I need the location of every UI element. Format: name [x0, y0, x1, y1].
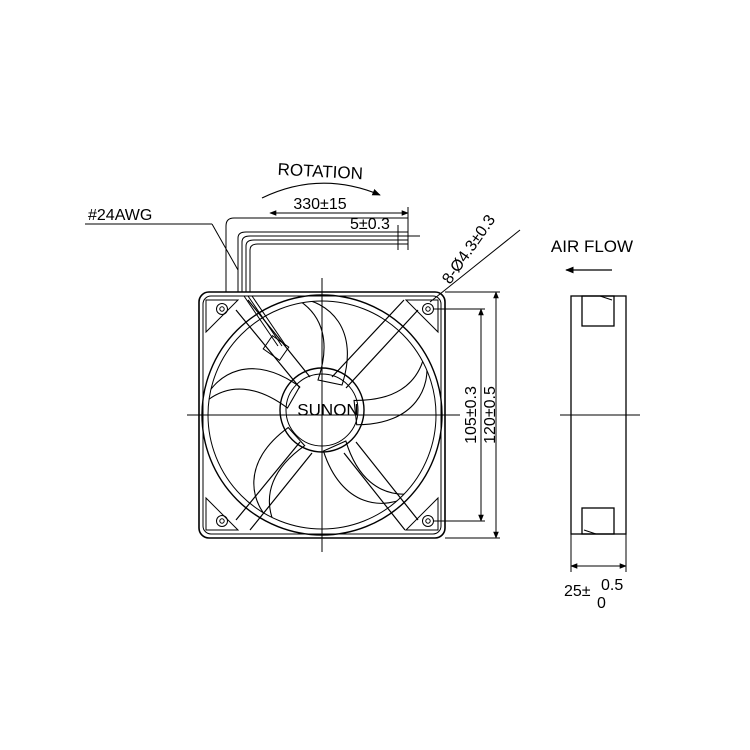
- frame-size-dimension: [445, 291, 500, 539]
- frame-size-label: 120±0.5: [482, 386, 499, 444]
- rotation-arrow: [261, 182, 381, 199]
- corner-pockets: [205, 299, 439, 531]
- wire-harness: [243, 295, 290, 361]
- side-view: [560, 295, 640, 535]
- center-lines: [187, 278, 460, 552]
- strip-length-label: 5±0.3: [350, 216, 390, 233]
- front-view: SUNON: [187, 278, 460, 552]
- rotation-label: ROTATION: [277, 160, 363, 183]
- hole-spacing-label: 105±0.3: [463, 386, 480, 444]
- hole-spacing-dimension: [434, 308, 485, 522]
- lead-wires: [225, 217, 408, 292]
- wire-gauge-label: #24AWG: [88, 207, 152, 224]
- depth-tolerance-lower: 0: [597, 595, 606, 612]
- mount-hole-tr: [422, 303, 434, 315]
- mount-hole-bl: [216, 515, 228, 527]
- mount-hole-tl: [216, 303, 228, 315]
- mount-holes-label: 8-Ø4.3±0.3: [439, 212, 499, 287]
- depth-tolerance-upper: 0.5: [601, 577, 623, 594]
- mount-holes-leader: [429, 229, 521, 303]
- depth-label: 25±: [564, 583, 591, 600]
- support-struts: [235, 299, 419, 531]
- brand-label: SUNON: [297, 400, 358, 419]
- air-flow-label: AIR FLOW: [551, 237, 633, 256]
- mount-hole-br: [422, 515, 434, 527]
- mounting-holes: [216, 303, 434, 527]
- depth-dimension: [570, 534, 627, 572]
- wire-length-label: 330±15: [293, 196, 346, 213]
